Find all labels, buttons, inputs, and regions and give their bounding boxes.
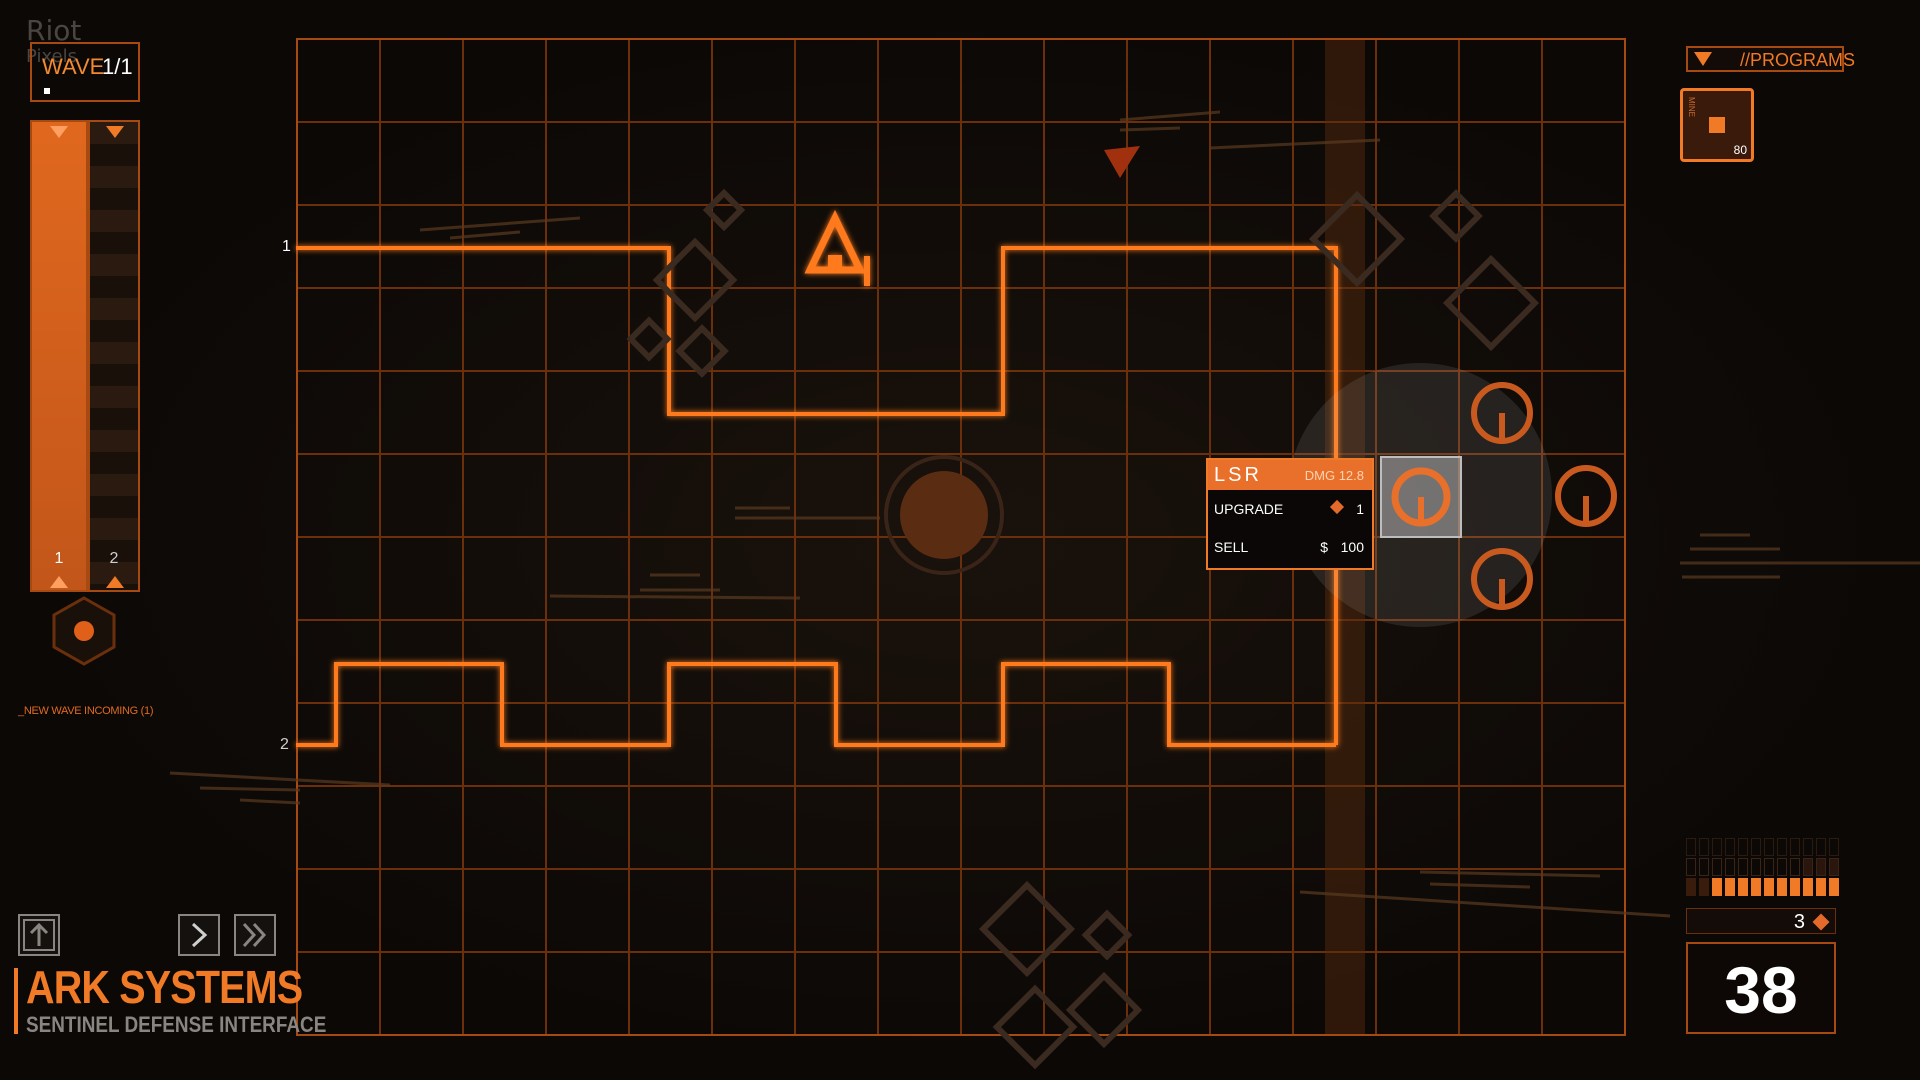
tower-damage-stat: DMG 12.8 xyxy=(1304,468,1364,483)
energy-cell xyxy=(1738,838,1748,856)
energy-cell xyxy=(1751,878,1761,896)
programs-dropdown[interactable]: //PROGRAMS xyxy=(1686,46,1855,72)
upgrade-label: UPGRADE xyxy=(1214,501,1284,517)
next-wave-hex-button[interactable] xyxy=(52,596,116,666)
energy-cell xyxy=(1777,838,1787,856)
logo-accent-bar xyxy=(14,968,18,1034)
laser-towers[interactable] xyxy=(1471,382,1617,610)
core-node[interactable] xyxy=(884,455,1004,575)
play-icon xyxy=(191,922,208,948)
watermark-line1: Riot xyxy=(26,14,82,47)
wave-meter-1: 1 xyxy=(30,120,88,592)
enemy-unit-icon xyxy=(804,209,870,286)
energy-cell xyxy=(1725,878,1735,896)
meter-label-1: 1 xyxy=(54,550,64,567)
energy-cell xyxy=(1829,878,1839,896)
energy-cell xyxy=(1777,878,1787,896)
energy-cell xyxy=(1790,838,1800,856)
wave-label: WAVE xyxy=(42,54,105,79)
logo-subtitle: SENTINEL DEFENSE INTERFACE xyxy=(26,1012,327,1037)
meter-bottom-arrow-icon xyxy=(50,576,68,588)
energy-cell xyxy=(1712,878,1722,896)
incoming-wave-text: _NEW WAVE INCOMING (1) xyxy=(18,705,154,717)
energy-cell xyxy=(1686,838,1696,856)
energy-cell xyxy=(1764,878,1774,896)
energy-cell xyxy=(1829,838,1839,856)
meter-label-2: 2 xyxy=(109,550,119,567)
energy-cell xyxy=(1751,858,1761,876)
energy-cell xyxy=(1699,878,1709,896)
energy-cell xyxy=(1816,858,1826,876)
meter-top-arrow-icon xyxy=(50,126,68,138)
mine-icon xyxy=(1709,117,1725,133)
path-entry-label-1: 1 xyxy=(282,238,291,255)
energy-cell xyxy=(1790,878,1800,896)
gem-icon xyxy=(1812,913,1830,931)
energy-cell xyxy=(1764,838,1774,856)
energy-cell xyxy=(1790,858,1800,876)
wave-meter-2: 2 xyxy=(88,120,140,592)
upgrade-button[interactable]: UPGRADE 1 xyxy=(1208,490,1372,528)
selected-tower-cell[interactable] xyxy=(1380,456,1462,538)
energy-cell xyxy=(1738,858,1748,876)
gems-counter: 3 xyxy=(1686,908,1836,934)
wave-indicator: WAVE 1/1 xyxy=(30,42,140,102)
wave-count: 1/1 xyxy=(102,54,133,79)
upgrade-menu-button[interactable] xyxy=(18,914,60,956)
energy-cell xyxy=(1816,878,1826,896)
enemy-marker-icon xyxy=(1104,146,1140,178)
upgrade-cost: 1 xyxy=(1356,501,1364,517)
path-lane-1 xyxy=(296,246,1338,745)
fast-forward-icon xyxy=(242,922,267,948)
tower-popup: LSR DMG 12.8 UPGRADE 1 SELL $ 100 xyxy=(1206,458,1374,570)
energy-cell xyxy=(1725,858,1735,876)
meter-bottom-arrow-icon xyxy=(106,576,124,588)
energy-cell xyxy=(1816,838,1826,856)
energy-cell xyxy=(1725,838,1735,856)
tower-slot-diamond[interactable] xyxy=(626,188,1540,1070)
play-button[interactable] xyxy=(178,914,220,956)
decorative-streaks xyxy=(169,110,1920,918)
sell-button[interactable]: SELL $ 100 xyxy=(1208,528,1372,566)
wave-progress-dot xyxy=(44,88,50,94)
program-mine-button[interactable]: MINE 80 xyxy=(1680,88,1754,162)
gem-icon xyxy=(1329,499,1345,515)
meter-top-arrow-icon xyxy=(106,126,124,138)
program-name: MINE xyxy=(1687,97,1696,117)
energy-cell xyxy=(1751,838,1761,856)
energy-cell xyxy=(1803,838,1813,856)
logo-title: ARK SYSTEMS xyxy=(26,961,303,1013)
watermark: Riot Pixels xyxy=(26,14,82,70)
sell-value: 100 xyxy=(1340,539,1364,555)
energy-cell xyxy=(1686,858,1696,876)
chevron-down-icon xyxy=(1694,52,1712,66)
laser-tower-icon xyxy=(1391,467,1451,527)
money-value: 38 xyxy=(1724,953,1798,1027)
energy-cell xyxy=(1738,878,1748,896)
upgrade-icon xyxy=(23,919,55,951)
energy-cell xyxy=(1803,878,1813,896)
program-cost: 80 xyxy=(1733,143,1747,157)
sell-currency: $ xyxy=(1320,539,1328,555)
energy-cell xyxy=(1699,858,1709,876)
fast-forward-button[interactable] xyxy=(234,914,276,956)
gems-value: 3 xyxy=(1793,911,1805,933)
energy-cell xyxy=(1686,878,1696,896)
path-lane-2 xyxy=(296,662,1336,747)
watermark-line2: Pixels xyxy=(26,46,78,67)
tower-name: LSR xyxy=(1214,464,1262,486)
energy-cell xyxy=(1764,858,1774,876)
energy-cell xyxy=(1712,838,1722,856)
money-counter: 38 xyxy=(1686,942,1836,1034)
energy-cell xyxy=(1712,858,1722,876)
programs-label: //PROGRAMS xyxy=(1740,50,1856,70)
path-entry-label-2: 2 xyxy=(280,736,289,753)
energy-cell xyxy=(1777,858,1787,876)
energy-cell xyxy=(1699,838,1709,856)
energy-cell xyxy=(1829,858,1839,876)
tower-popup-header: LSR DMG 12.8 xyxy=(1208,460,1372,490)
energy-cell xyxy=(1803,858,1813,876)
sell-label: SELL xyxy=(1214,539,1249,555)
